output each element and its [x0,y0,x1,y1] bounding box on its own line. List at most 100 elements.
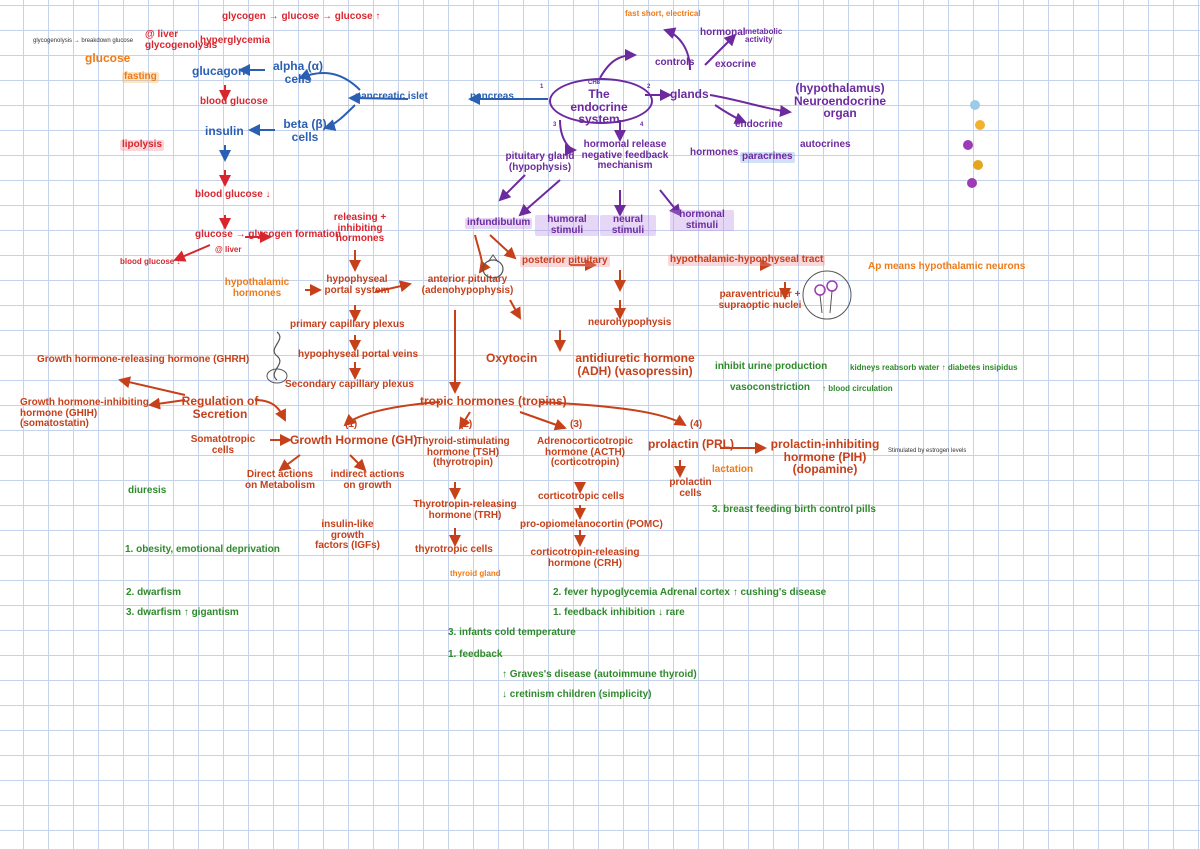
alpha-cells: alpha (α) cells [272,59,324,86]
at-liver: @ liver [215,245,242,254]
exocrine-label: exocrine [715,59,757,70]
insulin-label: insulin [205,124,244,138]
somatotropic-cells: Somatotropic cells [190,434,256,456]
neural-stimuli: neural stimuli [600,214,656,236]
lipolysis-label: lipolysis [120,139,165,151]
posterior-pituitary: posterior pituitary [520,255,610,267]
beta-cells: beta (β) cells [283,117,327,144]
obesity-label: 1. obesity, emotional deprivation [125,544,280,555]
blood-glucose-arrow: blood glucose ↓ [120,257,181,266]
humoral-stimuli: humoral stimuli [535,214,599,236]
hypothalamus-sketch-icon [802,270,852,320]
ghrh-label: Growth hormone-releasing hormone (GHRH) [37,354,250,365]
metabolic-activity: metabolic activity [745,27,783,45]
portal-sketch-icon [266,331,288,384]
neurohypophysis-label: neurohypophysis [588,317,672,328]
diuresis-label: diuresis [128,485,167,496]
blood-glucose-label: blood glucose [200,96,268,107]
branch-1: 1 [540,84,544,90]
tropic-hormones: tropic hormones (tropins) [420,394,567,408]
corticotropic-cells: corticotropic cells [538,491,625,502]
primary-capillary-plexus: primary capillary plexus [290,319,405,330]
ap-hypothalamic: Ap means hypothalamic neurons [868,261,1026,272]
lactation-label: lactation [712,464,754,475]
thyroid-gland: thyroid gland [450,569,501,578]
number-3: (3) [570,419,583,430]
hypophyseal-portal-veins: hypophyseal portal veins [298,349,419,360]
graves-row: ↑ Graves's disease (autoimmune thyroid) [502,669,697,680]
fast-short-note: fast short, electrical [625,9,701,18]
hormonal-stimuli: hormonal stimuli [670,209,734,231]
one-feedback: 1. feedback [448,649,503,660]
paraventricular-nuclei: paraventricular + supraoptic nuclei [718,289,802,311]
oxytocin-label: Oxytocin [486,351,538,365]
stimulated-note: Stimulated by estrogen levels [888,448,967,454]
blood-glucose-down: blood glucose ↓ [195,189,271,200]
vasoconstriction-label: vasoconstriction [730,382,811,393]
neuroendocrine-organ: (hypothalamus) Neuroendocrine organ [793,81,886,121]
hypothalamic-hormones: hypothalamic hormones [224,277,290,299]
number-4: (4) [690,419,703,430]
infundibulum-label: infundibulum [465,217,533,229]
adh-label: antidiuretic hormone (ADH) (vasopressin) [575,351,695,378]
controls-label: controls [655,57,695,68]
inhibit-urine: inhibit urine production [715,361,828,372]
tsh-label: Thyroid-stimulating hormone (TSH) (thyro… [416,436,510,468]
releasing-inhibiting: releasing + inhibiting hormones [333,212,387,244]
indirect-actions: indirect actions on growth [330,469,405,491]
fasting-label: fasting [122,71,159,83]
glycogen-chain: glycogen → glucose → glucose ↑ [222,11,381,22]
dwarfism-label: 2. dwarfism [126,587,182,598]
center-oval [549,78,653,124]
hormonal-release-feedback: hormonal release negative feedback mecha… [581,139,669,171]
hypophyseal-portal-system: hypophyseal portal system [324,274,390,296]
left-note: glycogenolysis → breakdown glucose [33,38,134,44]
blood-circulation: ↑ blood circulation [822,384,893,393]
center-small-label: CH8 [588,80,601,86]
direct-actions: Direct actions on Metabolism [245,469,316,491]
glands-label: glands [670,87,709,101]
number-1: (1) [345,419,358,430]
ghih-label: Growth hormone-inhibiting hormone (GHIH)… [20,397,149,429]
pih-label: prolactin-inhibiting hormone (PIH) (dopa… [770,437,880,477]
secondary-capillary-plexus: Secondary capillary plexus [285,379,414,390]
pomc-label: pro-opiomelanocortin (POMC) [520,519,663,530]
prolactin-label: prolactin (PRL) [648,437,734,451]
gigantism-label: 3. dwarfism ↑ gigantism [126,607,239,618]
hypothalamic-hypophyseal-tract: hypothalamic-hypophyseal tract [668,254,826,266]
hormones-label: hormones [690,147,739,158]
breast-feeding-row: 3. breast feeding birth control pills [712,504,876,515]
crh-label: corticotropin-releasing hormone (CRH) [530,547,640,569]
fever-row: 2. fever hypoglycemia Adrenal cortex ↑ c… [553,587,827,598]
regulation-of-secretion: Regulation of Secretion [181,394,259,421]
glucagon-label: glucagon [192,64,246,78]
branch-4: 4 [640,122,644,128]
pituitary-gland: pituitary gland (hypophysis) [505,151,575,173]
pancreatic-islet: pancreatic islet [355,91,428,102]
trh-label: Thyrotropin-releasing hormone (TRH) [413,499,517,521]
glucose-to-glycogen: glucose → glycogen formation [195,229,342,240]
autocrines-label: autocrines [800,139,851,150]
thyrotropic-cells: thyrotropic cells [415,544,493,555]
hormonal-label: hormonal [700,27,746,38]
hyperglycemia-label: hyperglycemia [200,35,271,46]
liver-glycogenolysis: @ liver glycogenolysis [145,29,218,51]
acth-label: Adrenocorticotropic hormone (ACTH) (cort… [536,436,634,468]
endocrine-label: endocrine [735,119,783,130]
cretinism-row: ↓ cretinism children (simplicity) [502,689,652,700]
branch-3: 3 [553,122,557,128]
pancreas-label: pancreas [470,91,514,102]
prolactin-cells: prolactin cells [669,477,712,499]
igf-label: insulin-like growth factors (IGFs) [315,519,381,551]
center-title: The endocrine system [570,87,628,127]
feedback-row: 1. feedback inhibition ↓ rare [553,607,685,618]
anterior-pituitary: anterior pituitary (adenohypophysis) [421,274,514,296]
kidney-row: kidneys reabsorb water ↑ diabetes insipi… [850,363,1018,372]
number-2: (2) [460,419,473,430]
glucose-left: glucose [85,51,131,65]
paracrines-label: paracrines [740,151,795,163]
glands-sketch-icon [963,100,985,188]
growth-hormone: Growth Hormone (GH) [290,433,418,447]
